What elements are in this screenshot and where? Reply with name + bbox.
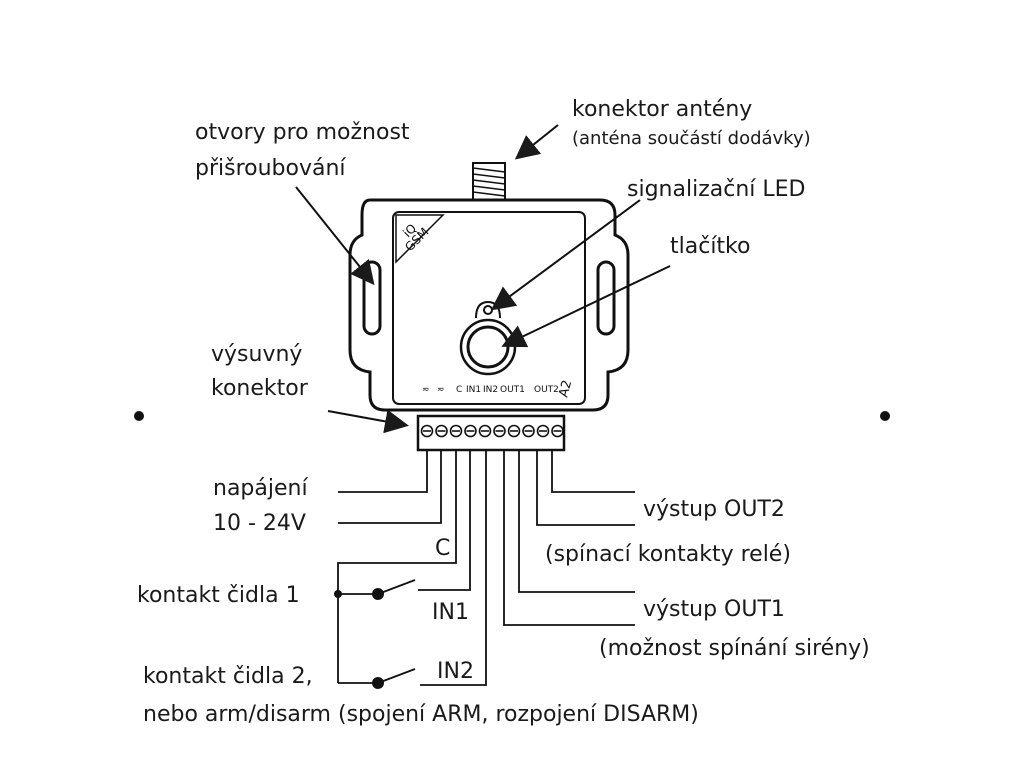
label-c: C	[456, 385, 462, 395]
arrow-antenna	[514, 124, 559, 160]
terminal-labels: ≂ ≂ C IN1 IN2 OUT1 OUT2	[422, 385, 559, 395]
out1-label: výstup OUT1	[643, 597, 785, 622]
in1-label: IN1	[432, 600, 469, 625]
screw-holes-label-2: přišroubování	[195, 156, 346, 181]
led-label: signalizační LED	[627, 177, 806, 202]
button-label: tlačítko	[670, 234, 751, 259]
arrow-connector	[327, 409, 409, 434]
label-ac2: ≂	[437, 385, 445, 395]
out2-note: (spínací kontakty relé)	[545, 542, 791, 567]
label-ac1: ≂	[422, 385, 430, 395]
antenna-note: (anténa součástí dodávky)	[572, 128, 811, 149]
antenna-connector	[472, 162, 506, 202]
junction-dot	[334, 590, 342, 598]
screw-slot-left	[362, 260, 382, 336]
side-dot-right	[880, 411, 890, 421]
arrow-button	[501, 265, 671, 348]
switch1-pivot	[372, 588, 384, 600]
switch2-pivot	[372, 677, 384, 689]
screw-holes-label-1: otvory pro možnost	[195, 120, 410, 145]
power-label-1: napájení	[213, 476, 308, 501]
terminal-screws	[420, 424, 564, 438]
side-dot-left	[134, 411, 144, 421]
callout-arrows	[295, 124, 671, 434]
connector-label-2: konektor	[211, 376, 308, 401]
label-out1: OUT1	[500, 385, 525, 395]
label-in2: IN2	[483, 385, 498, 395]
connector-label-1: výsuvný	[211, 342, 303, 367]
common-label: C	[435, 536, 451, 561]
in2-label: IN2	[437, 659, 474, 684]
arrow-screw-holes	[295, 186, 375, 286]
antenna-label: konektor antény	[572, 97, 753, 122]
led-bracket	[475, 300, 501, 319]
model-label: A2	[556, 379, 575, 399]
button	[466, 325, 510, 369]
sensor1-label: kontakt čidla 1	[137, 583, 300, 608]
screw-slot-right	[596, 260, 616, 336]
label-in1: IN1	[466, 385, 481, 395]
arrow-led	[490, 199, 641, 311]
out1-note: (možnost spínání sirény)	[599, 636, 870, 661]
label-out2: OUT2	[534, 385, 559, 395]
out2-label: výstup OUT2	[643, 497, 785, 522]
sensor2-label-2: nebo arm/disarm (spojení ARM, rozpojení …	[143, 702, 699, 727]
sensor2-label-1: kontakt čidla 2,	[143, 664, 313, 689]
power-label-2: 10 - 24V	[213, 511, 306, 536]
wires	[337, 450, 635, 686]
